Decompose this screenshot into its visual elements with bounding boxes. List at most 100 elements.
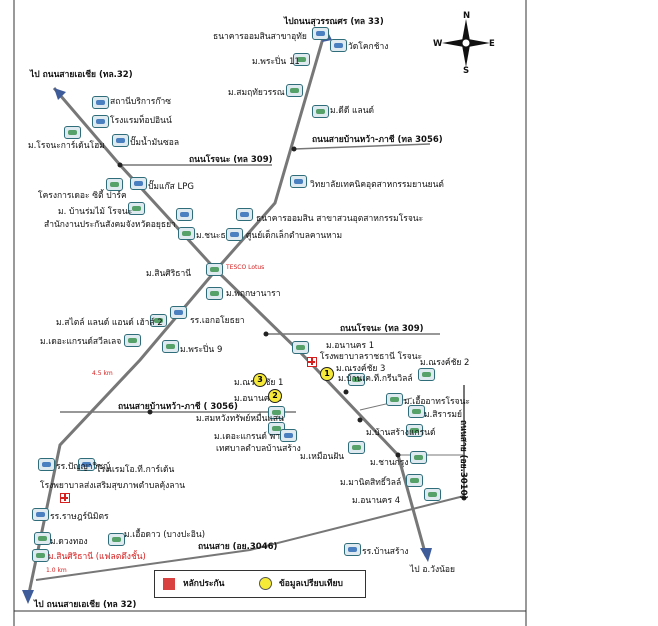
comparison-marker-1: 1 [320, 367, 334, 381]
village-icon [64, 126, 81, 139]
municipality-emblem-icon [280, 429, 297, 442]
place-hospital-tambon: โรงพยาบาลส่งเสริมสุขภาพตำบลคุ้งลาน [40, 481, 186, 491]
place-duangthong: ม.ดวงทอง [50, 537, 88, 547]
place-chankrung: ม.ชานกรุง [370, 458, 409, 468]
place-ban-sang-school: รร.บ้านสร้าง [362, 547, 409, 557]
bank-icon [176, 208, 193, 221]
hospital-icon [307, 357, 317, 367]
school-icon [170, 306, 187, 319]
legend-circle-icon [259, 577, 272, 590]
place-eua-arthorn: ม.เอื้ออาทรโรจนะ [404, 397, 470, 407]
place-sirarom: ม.สิรารมย์ [424, 410, 462, 420]
village-icon [406, 424, 423, 437]
compass-e: E [489, 39, 495, 49]
place-uemmorn: ม.เหมือนฝัน [300, 452, 345, 462]
village-icon [206, 287, 223, 300]
road-label-rojana-mid: ถนนโรจนะ (ทล 309) [340, 324, 424, 334]
road-label-wang-noi: ไป อ.วังน้อย [410, 565, 455, 575]
place-pump-oil: ปั๊มน้ำมันซอล [130, 138, 180, 148]
temple-icon [330, 39, 347, 52]
village-icon [293, 53, 310, 66]
village-icon [292, 341, 309, 354]
school-icon [344, 543, 361, 556]
arrow-to-asia-bottom [22, 590, 34, 604]
village-icon [150, 314, 167, 327]
place-hotel-topin: โรงแรมท็อปอินน์ [110, 116, 172, 126]
school-icon [38, 458, 55, 471]
village-icon [128, 202, 145, 215]
place-land-office: ธนาคารออมสิน สาขาสวนอุตสาหกรรมโรจนะ [256, 214, 424, 224]
place-health-center: ศูนย์เด็กเล็กตำบลคานหาม [246, 231, 343, 241]
place-municipality: เทศบาลตำบลบ้านสร้าง [216, 444, 301, 454]
road-label-3056-top: ถนนสายบ้านหว้า-ภาชี (ทล 3056) [312, 135, 443, 145]
place-grand-park: ม.เดอะแกรนด์ พาร์ค [214, 432, 291, 442]
place-ekyothaya: รร.เอกอโยธยา [190, 316, 245, 326]
road-label-rojana-top: ถนนโรจนะ (ทล 309) [189, 155, 273, 165]
road-nw-se [52, 87, 428, 557]
place-vocational-college: วิทยาลัยเทคนิคอุตสาหกรรมยานยนต์ [310, 180, 444, 190]
place-anan-4: ม.อนานคร 4 [352, 496, 401, 506]
road-label-3046: ถนนสาย (อย.3046) [198, 542, 278, 552]
place-hospital-ratchathani: โรงพยาบาลราชธานี โรจนะ [320, 352, 423, 362]
place-gsb-aphai: ธนาคารออมสินสาขาอุทัย [213, 32, 307, 42]
childcare-icon [226, 228, 243, 241]
school-icon [32, 508, 49, 521]
hotel-icon [78, 458, 95, 471]
road-label-3010: ถนนสาย (อย.3010) [458, 420, 468, 500]
place-pruksa-nara: ม.พฤกษานารา [226, 289, 281, 299]
place-wat-khok-chang: วัดโคกช้าง [348, 42, 389, 52]
place-city-park: โครงการเดอะ ซิตี้ ปาร์ค [38, 191, 127, 201]
place-phraphin-11: ม.พระปิ่น 11 [252, 57, 300, 67]
village-icon [34, 532, 51, 545]
village-icon [108, 533, 125, 546]
village-icon [408, 405, 425, 418]
village-icon [386, 393, 403, 406]
place-ueathon-bangpa: ม.เอื้อดาว (บางปะอิน) [124, 530, 206, 540]
legend: หลักประกัน ข้อมูลเปรียบเทียบ [154, 570, 366, 598]
place-manit: ม.มานิตสิทธิ์วิลล์ [340, 478, 402, 488]
village-icon [348, 441, 365, 454]
bank-icon [312, 27, 329, 40]
place-punya: รร.ปัญญาวิชญ์ [56, 462, 111, 472]
place-phraphin-9: ม.พระปิ่น 9 [180, 345, 223, 355]
village-icon [162, 340, 179, 353]
place-rungrot-2: ม.ณรงค์ชัย 2 [420, 358, 470, 368]
village-icon [32, 549, 49, 562]
compass-s: S [463, 66, 470, 76]
village-icon [348, 373, 365, 386]
arrow-to-wang-noi [420, 548, 432, 562]
place-ratburana: รร.ราษฎร์นิมิตร [50, 512, 109, 522]
gas-station-icon [92, 96, 109, 109]
place-style-land: ม.สไตล์ แลนด์ แอนด์ เฮ้าส์ 2 [56, 318, 163, 328]
village-icon [178, 227, 195, 240]
place-somruethai: ม.สมฤทัยวรรณ [228, 88, 285, 98]
road-label-suwannasorn: ไปถนนสุวรรณศร (ทล 33) [284, 17, 384, 27]
distance-label-2: 1.0 km [46, 567, 67, 574]
place-grand-sweet: ม.เดอะแกรนด์สวีลเลจ [40, 337, 122, 347]
comparison-marker-2: 2 [268, 389, 282, 403]
compass-w: W [433, 39, 443, 49]
village-icon [106, 178, 123, 191]
village-icon [424, 488, 441, 501]
road-label-3056-mid: ถนนสายบ้านหว้า-ภาชี ( 3056) [118, 402, 238, 412]
college-icon [290, 175, 307, 188]
place-ban-rom-mai: ม. บ้านร่มไม้ โรจนะ [58, 207, 133, 217]
compass-n: N [463, 11, 471, 21]
road-label-asia-bottom: ไป ถนนสายเอเชีย (ทล 32) [34, 600, 137, 610]
place-ban-sangsan: ม.บ้านสร้างแกรนด์ [366, 428, 436, 438]
place-pump-lpg: ปั๊มแก๊ส LPG [148, 182, 194, 192]
place-mongkon: ม.สมหวังทรัพย์หมื่นแสน [196, 414, 284, 424]
place-sinsiri-flash: ม.สินศิริธานี (แฟลตตึงชั้น) [48, 552, 146, 562]
village-icon [410, 451, 427, 464]
village-icon [124, 334, 141, 347]
village-icon [406, 474, 423, 487]
government-icon [236, 208, 253, 221]
legend-boundary-label: หลักประกัน [183, 579, 225, 589]
place-gas-station: สถานีบริการก๊าซ [110, 97, 172, 107]
compass-rose-icon [442, 19, 490, 67]
place-anan-1: ม.อนานคร 1 [326, 341, 375, 351]
place-tesco-lotus: TESCO Lotus [226, 264, 265, 271]
place-hotel-ok: โรงแรมโอ.ที.การ์เด้น [96, 465, 175, 475]
legend-square-icon [163, 578, 175, 590]
